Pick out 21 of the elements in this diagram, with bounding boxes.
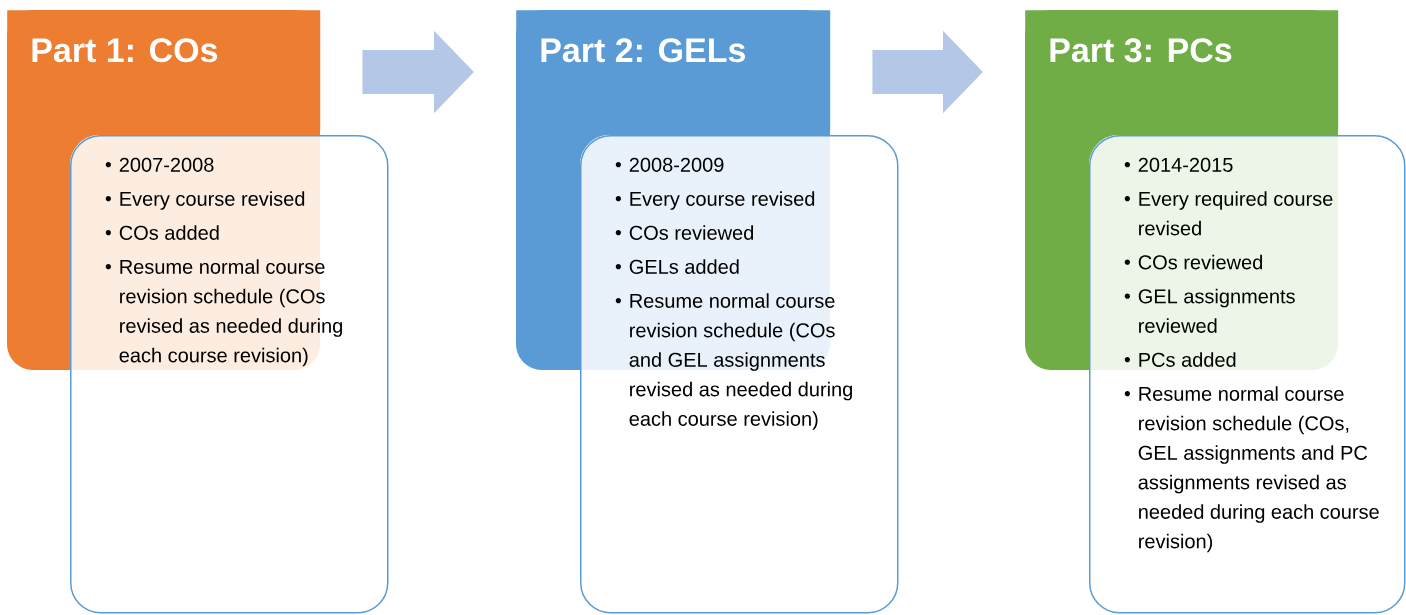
bullet-item: GEL assignments reviewed <box>1138 288 1295 333</box>
bullet-item: Resume normal course revision schedule (COs, GEL assignments and PC assignments revised as needed during each course revision) <box>1138 386 1379 553</box>
bullet-item: Every course revised <box>120 191 305 210</box>
title: Part 3: PCs <box>1050 38 1232 63</box>
title: Part 1: COs <box>32 38 218 63</box>
text-card <box>1089 135 1406 614</box>
bullet-item: 2008-2009 <box>629 157 724 172</box>
bullet-item: 2007-2008 <box>119 157 214 172</box>
bullet-item: 2014-2015 <box>1138 157 1233 172</box>
bullet-item: Every required course revised <box>1139 191 1333 236</box>
bullet-item: Every course revised <box>630 191 815 210</box>
bullet-item: Resume normal course revision schedule (COs revised as needed during each course revision) <box>119 259 342 367</box>
text-card <box>580 135 899 614</box>
bullet-item: Resume normal course revision schedule (COs and GEL assignments revised as needed during each course revision) <box>629 293 852 430</box>
title: Part 2: GELs <box>541 38 745 63</box>
bullet-item: GELs added <box>629 259 739 274</box>
bullet-item: COs reviewed <box>1138 254 1263 270</box>
text-card <box>70 135 389 614</box>
bullet-item: COs added <box>119 225 219 240</box>
bullet-item: PCs added <box>1139 352 1236 367</box>
bullet-item: COs reviewed <box>629 225 754 240</box>
